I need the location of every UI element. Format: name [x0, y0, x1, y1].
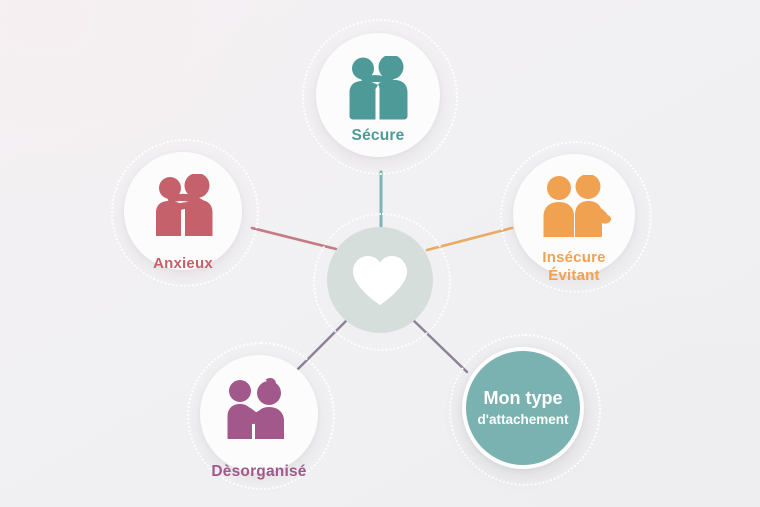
two-people-clinging-icon — [147, 173, 219, 238]
hub-inner — [327, 227, 433, 333]
node-desorganise-label: Dèsorganisé — [211, 463, 307, 480]
node-mon-type-label-line1: Mon type — [483, 388, 563, 409]
node-anxieux[interactable]: Anxieux — [111, 139, 259, 287]
connector-line-insecure-evitant — [425, 226, 514, 252]
node-insecure-evitant-label-line1: Insécure — [542, 248, 606, 266]
heart-icon — [349, 252, 411, 308]
node-mon-type-label: Mon type d'attachement — [478, 388, 569, 427]
node-desorganise-inner: Dèsorganisé — [200, 355, 318, 480]
node-anxieux-circle — [124, 152, 242, 270]
two-people-back-to-back-icon — [536, 174, 612, 239]
node-mon-type-attachement[interactable]: Mon type d'attachement — [449, 334, 601, 486]
node-insecure-evitant-circle — [513, 154, 635, 276]
connector-line-desorganise — [295, 316, 351, 372]
node-secure[interactable]: Sécure — [302, 19, 458, 175]
two-people-confused-question-icon — [222, 376, 296, 442]
connector-line-anxieux — [250, 226, 338, 251]
node-desorganise[interactable]: Dèsorganisé — [187, 342, 335, 490]
node-anxieux-label: Anxieux — [153, 255, 213, 272]
node-mon-type-label-line2: d'attachement — [477, 412, 569, 428]
node-secure-circle — [316, 33, 440, 157]
node-insecure-evitant[interactable]: Insécure Évitant — [500, 141, 652, 293]
node-secure-label: Sécure — [351, 127, 405, 144]
hub-node — [313, 213, 451, 351]
node-insecure-evitant-label-line2: Évitant — [548, 267, 600, 285]
two-people-hugging-icon — [341, 54, 415, 122]
node-mon-type-circle — [462, 347, 584, 469]
node-mon-type-inner: Mon type d'attachement — [462, 347, 584, 469]
node-insecure-evitant-label: Insécure Évitant — [542, 249, 605, 287]
node-secure-inner: Sécure — [316, 33, 440, 157]
connector-line-mon-type — [409, 316, 469, 374]
node-anxieux-inner: Anxieux — [124, 152, 242, 272]
node-insecure-evitant-inner: Insécure Évitant — [513, 154, 635, 284]
